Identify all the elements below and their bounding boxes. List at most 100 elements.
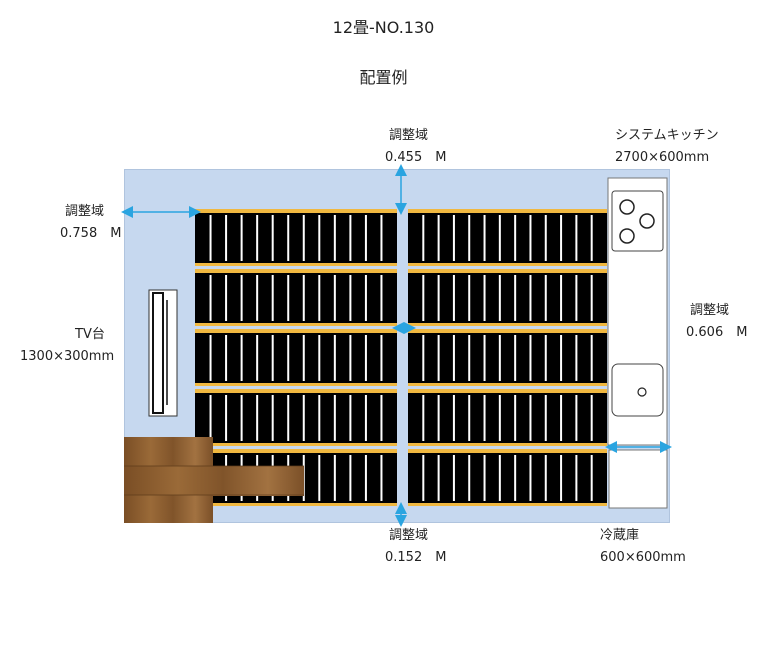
heater-band — [195, 333, 397, 383]
heater-divider — [590, 455, 593, 501]
adjust-left-value: 0.758 M — [60, 226, 122, 241]
heater-divider — [498, 335, 501, 381]
heater-divider — [529, 395, 532, 441]
wood-flooring — [124, 437, 304, 523]
heater-divider — [514, 335, 517, 381]
heater-strip — [195, 449, 397, 453]
heater-divider — [380, 275, 383, 321]
heater-divider — [318, 455, 321, 501]
heater-divider — [544, 455, 547, 501]
adjust-bottom-name: 調整域 — [389, 528, 429, 543]
heater-divider — [318, 395, 321, 441]
heater-divider — [544, 215, 547, 261]
heater-strip — [195, 503, 397, 506]
heater-divider — [452, 335, 455, 381]
heater-strip — [195, 323, 397, 326]
heater-divider — [302, 335, 305, 381]
heater-divider — [422, 395, 425, 441]
adjust-right-value: 0.606 M — [686, 325, 748, 340]
heater-strip — [408, 209, 607, 213]
heater-divider — [318, 275, 321, 321]
heater-divider — [256, 215, 259, 261]
adjust-right-name: 調整域 — [690, 303, 730, 318]
heater-divider — [209, 215, 212, 261]
heater-divider — [514, 215, 517, 261]
heater-divider — [529, 215, 532, 261]
burner-icon — [619, 228, 635, 244]
heater-strip — [195, 269, 397, 273]
heater-divider — [437, 335, 440, 381]
heater-divider — [575, 395, 578, 441]
heater-divider — [590, 395, 593, 441]
heater-strip — [408, 443, 607, 446]
heater-divider — [287, 395, 290, 441]
heater-divider — [452, 395, 455, 441]
heater-divider — [422, 455, 425, 501]
heater-divider — [514, 455, 517, 501]
heater-divider — [333, 275, 336, 321]
tv-stand — [148, 289, 178, 417]
heater-divider — [380, 215, 383, 261]
heater-divider — [452, 215, 455, 261]
heater-strip — [408, 329, 607, 333]
heater-divider — [225, 335, 228, 381]
heater-divider — [560, 395, 563, 441]
heater-divider — [468, 395, 471, 441]
heater-divider — [380, 395, 383, 441]
heater-divider — [575, 335, 578, 381]
burner-icon — [619, 199, 635, 215]
stove — [611, 190, 664, 252]
page-title: 12畳-NO.130 — [332, 18, 435, 37]
heater-divider — [544, 395, 547, 441]
heater-strip — [195, 389, 397, 393]
heater-divider — [333, 395, 336, 441]
heater-strip — [195, 383, 397, 386]
heater-divider — [483, 335, 486, 381]
heater-divider — [575, 215, 578, 261]
heater-divider — [529, 455, 532, 501]
heater-divider — [590, 335, 593, 381]
heater-divider — [483, 395, 486, 441]
heater-divider — [468, 215, 471, 261]
heater-divider — [483, 455, 486, 501]
heater-divider — [544, 275, 547, 321]
heater-divider — [364, 275, 367, 321]
heater-divider — [468, 275, 471, 321]
heater-divider — [590, 275, 593, 321]
system-kitchen — [607, 177, 668, 446]
tv-size: 1300×300mm — [20, 349, 115, 364]
heater-strip — [408, 503, 607, 506]
heater-divider — [302, 275, 305, 321]
heater-divider — [349, 395, 352, 441]
tv-name: TV台 — [75, 327, 105, 342]
heater-divider — [468, 335, 471, 381]
floor-heater-panels — [195, 209, 607, 506]
heater-band — [408, 333, 607, 383]
heater-strip — [408, 323, 607, 326]
heater-divider — [437, 275, 440, 321]
heater-divider — [349, 215, 352, 261]
heater-divider — [544, 335, 547, 381]
heater-divider — [318, 335, 321, 381]
heater-divider — [271, 395, 274, 441]
heater-divider — [302, 215, 305, 261]
heater-divider — [560, 215, 563, 261]
heater-divider — [225, 275, 228, 321]
fridge-size: 600×600mm — [600, 550, 686, 565]
heater-strip — [195, 443, 397, 446]
kitchen-name: システムキッチン — [615, 128, 719, 143]
heater-divider — [364, 395, 367, 441]
fridge-name: 冷蔵庫 — [600, 528, 640, 543]
heater-divider — [498, 275, 501, 321]
heater-strip — [408, 383, 607, 386]
heater-divider — [302, 395, 305, 441]
heater-divider — [349, 335, 352, 381]
heater-divider — [437, 395, 440, 441]
heater-divider — [349, 275, 352, 321]
drain-icon — [637, 387, 647, 397]
heater-strip — [408, 449, 607, 453]
heater-divider — [271, 215, 274, 261]
heater-divider — [452, 275, 455, 321]
heater-divider — [452, 455, 455, 501]
